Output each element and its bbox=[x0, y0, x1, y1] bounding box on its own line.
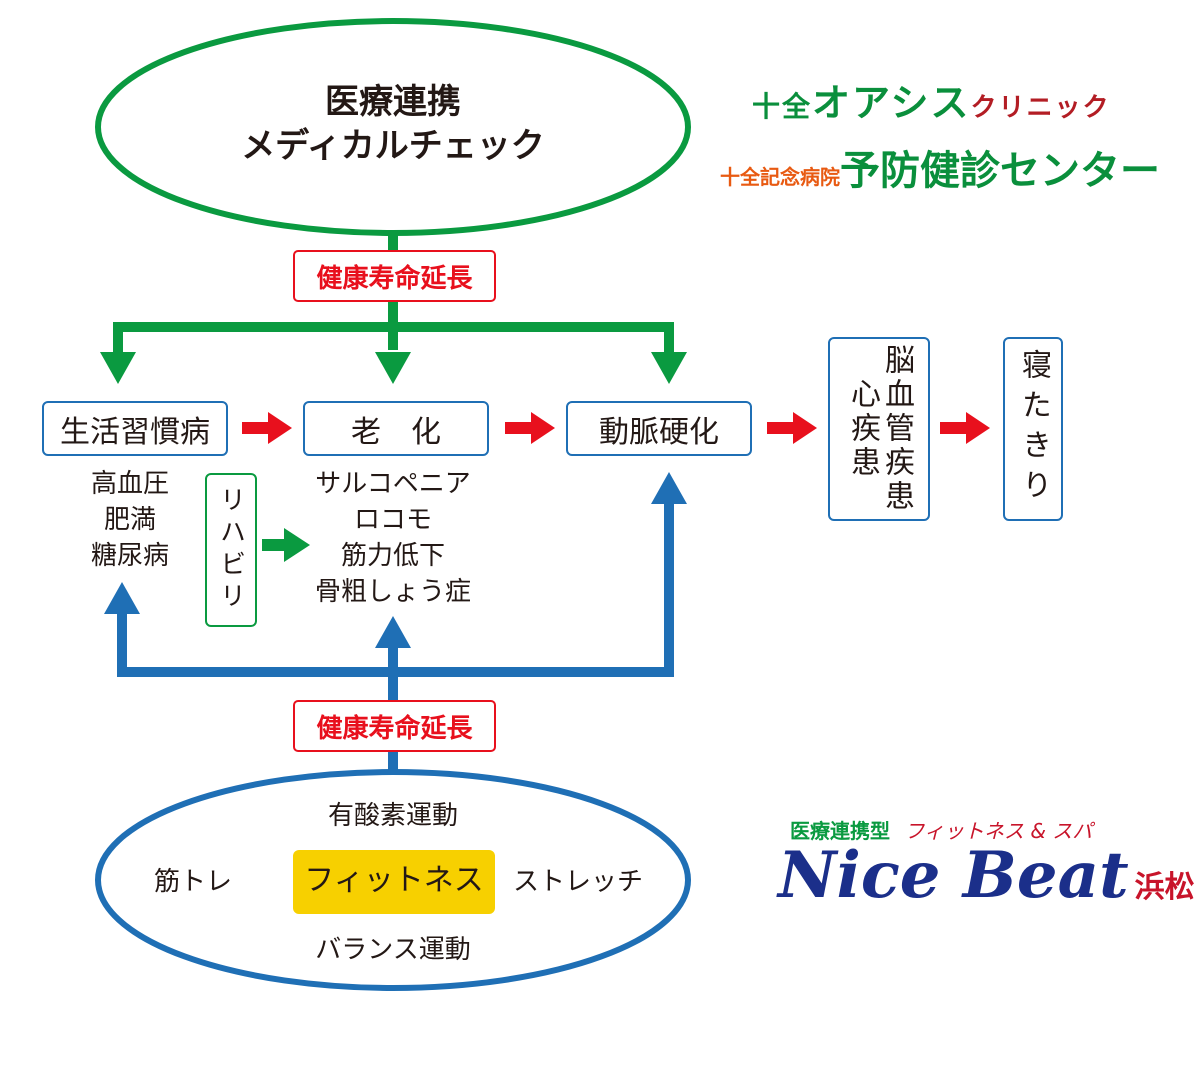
green-arrowhead-arterio bbox=[651, 352, 687, 384]
stretch-label: ストレッチ bbox=[512, 867, 643, 897]
lifestyle-disease-box: 生活習慣病 bbox=[42, 401, 228, 456]
bedridden-box: 寝たきり bbox=[1003, 337, 1063, 521]
green-arrowhead-aging bbox=[375, 352, 411, 384]
center-prefix: 十全記念病院 bbox=[720, 165, 840, 189]
list-item: ロコモ bbox=[353, 505, 432, 535]
clinic-name: オアシス bbox=[812, 81, 971, 125]
center-name: 予防健診センター bbox=[840, 148, 1160, 194]
nicebeat-tagline: 医療連携型 フィットネス & スパ bbox=[790, 815, 1092, 844]
prevention-center-logo: 十全記念病院予防健診センター bbox=[720, 138, 1160, 196]
top-ellipse-line2: メディカルチェック bbox=[241, 126, 545, 166]
aging-items: サルコペニア ロコモ 筋力低下 骨粗しょう症 bbox=[303, 466, 483, 610]
top-ellipse-line1: 医療連携 bbox=[325, 82, 461, 122]
lifestyle-items: 高血圧 肥満 糖尿病 bbox=[70, 466, 190, 574]
cardio-brain-disease-box: 心疾患 脳血管疾患 bbox=[828, 337, 930, 521]
nicebeat-tagline-left: 医療連携型 bbox=[790, 819, 890, 843]
strength-training-label: 筋トレ bbox=[153, 867, 232, 897]
list-item: 筋力低下 bbox=[340, 541, 445, 571]
clinic-suffix: クリニック bbox=[970, 93, 1111, 123]
green-arrowhead-lifestyle bbox=[100, 352, 136, 384]
rehab-arrow bbox=[262, 528, 310, 562]
nicebeat-tagline-right: フィットネス & スパ bbox=[904, 819, 1093, 843]
arteriosclerosis-box: 動脈硬化 bbox=[566, 401, 752, 456]
list-item: 骨粗しょう症 bbox=[314, 577, 471, 607]
rehab-label: リハビリ bbox=[215, 486, 246, 614]
list-item: 高血圧 bbox=[90, 469, 169, 499]
list-item: 肥満 bbox=[103, 505, 156, 535]
fitness-label: フィットネス bbox=[304, 863, 484, 898]
blue-connectors bbox=[104, 472, 687, 772]
nicebeat-name: Nice Beat bbox=[778, 838, 1129, 913]
top-life-extension-tag: 健康寿命延長 bbox=[293, 250, 496, 302]
nicebeat-city: 浜松 bbox=[1134, 870, 1195, 905]
bottom-ellipse-outline bbox=[95, 769, 691, 991]
top-ellipse-label: 医療連携 メディカルチェック bbox=[193, 80, 593, 168]
rehab-box: リハビリ bbox=[205, 473, 257, 627]
heart-disease-label: 心疾患 bbox=[845, 378, 880, 480]
bottom-life-extension-tag: 健康寿命延長 bbox=[293, 700, 496, 752]
brain-vascular-label: 脳血管疾患 bbox=[879, 344, 914, 514]
aerobic-label: 有酸素運動 bbox=[327, 801, 458, 831]
list-item: サルコペニア bbox=[315, 469, 471, 499]
balance-label: バランス運動 bbox=[315, 935, 471, 965]
bedridden-label: 寝たきり bbox=[1016, 349, 1051, 509]
aging-box: 老 化 bbox=[303, 401, 489, 456]
list-item: 糖尿病 bbox=[90, 541, 169, 571]
oasis-clinic-logo: 十全オアシスクリニック bbox=[752, 72, 1111, 127]
fitness-highlight bbox=[293, 850, 495, 914]
red-arrows bbox=[242, 412, 990, 444]
clinic-prefix: 十全 bbox=[752, 90, 813, 123]
